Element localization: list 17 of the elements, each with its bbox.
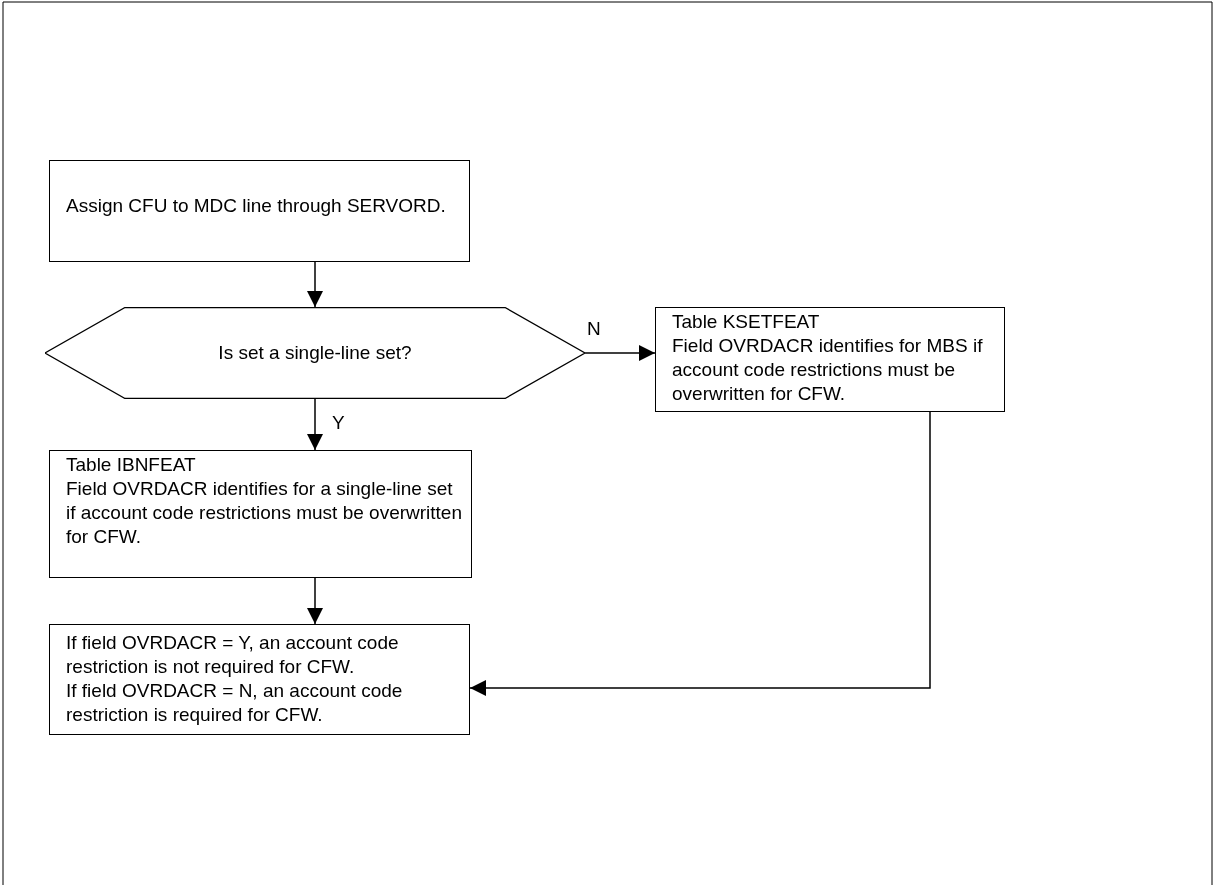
box-text: Field OVRDACR identifies for MBS if account code restrictions must be overwritten for CFW. — [672, 334, 984, 406]
arrow — [469, 411, 931, 696]
process-box — [49, 450, 472, 578]
box-text: If field OVRDACR = N, an account code restriction is required for CFW. — [66, 679, 404, 727]
box-text: Assign CFU to MDC line through SERVORD. — [66, 194, 447, 218]
box-text: Field OVRDACR identifies for a single-line set if account code restrictions must be overwritten for CFW. — [66, 477, 463, 549]
arrow — [584, 345, 656, 361]
box-heading: Table IBNFEAT — [66, 453, 197, 477]
arrow — [307, 261, 323, 308]
process-box — [49, 160, 470, 262]
arrow — [307, 398, 323, 451]
box-text: If field OVRDACR = Y, an account code restriction is not required for CFW. — [66, 631, 400, 679]
process-box — [655, 307, 1005, 412]
box-heading: Table KSETFEAT — [672, 310, 821, 334]
arrow — [307, 577, 323, 625]
process-box — [49, 624, 470, 735]
decision-text: Is set a single-line set? — [218, 341, 412, 365]
